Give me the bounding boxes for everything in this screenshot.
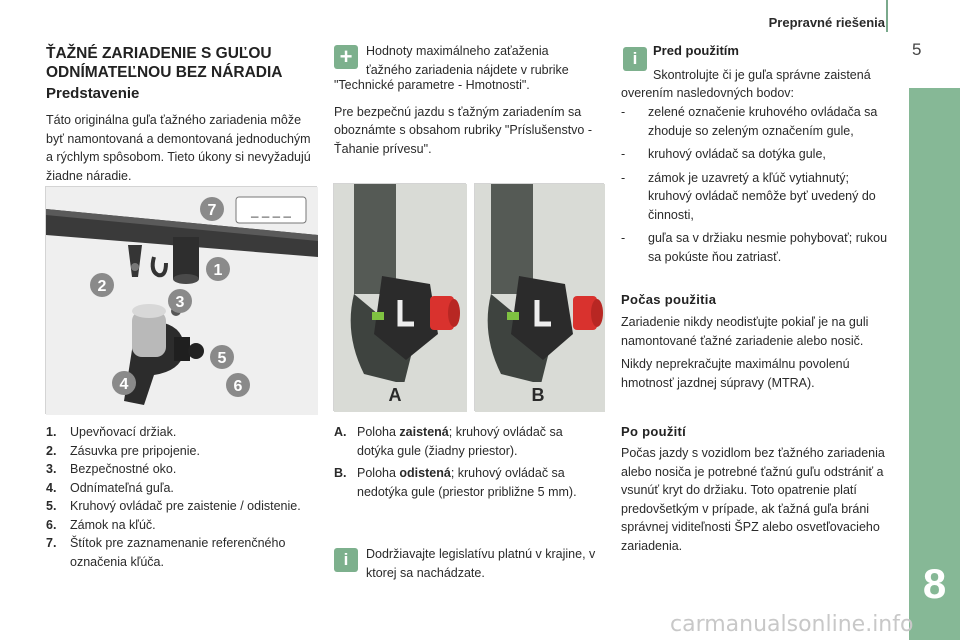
chapter-tab-label: RÝCHLA POMOC	[895, 257, 912, 393]
during-use-p2: Nikdy neprekračujte maximálnu povolenú h…	[621, 357, 850, 390]
header-divider	[886, 0, 888, 32]
list-item: -kruhový ovládač sa dotýka gule,	[621, 147, 826, 161]
plus-icon: +	[334, 45, 358, 69]
photo-label-a: A	[382, 382, 408, 406]
list-item: 6.Zámok na kľúč.	[46, 517, 156, 532]
page-title: ŤAŽNÉ ZARIADENIE S GUĽOU ODNÍMATEĽNOU BE…	[46, 45, 283, 81]
callout-5: 5	[210, 345, 234, 369]
list-item: 5.Kruhový ovládač pre zaistenie / odiste…	[46, 499, 301, 513]
svg-text:2: 2	[98, 278, 107, 295]
watermark: carmanualsonline.info	[670, 612, 914, 637]
svg-text:7: 7	[208, 202, 217, 219]
safety-paragraph: "Technické parametre - Hmotnosti". Pre b…	[334, 78, 599, 158]
load-note-line2: "Technické parametre - Hmotnosti".	[334, 78, 530, 92]
svg-text:5: 5	[218, 350, 227, 367]
svg-text:1: 1	[214, 262, 223, 279]
before-use-intro-1: Skontrolujte či je guľa správne zaistená	[653, 68, 871, 82]
photo-label-b: B	[525, 382, 551, 406]
list-item: B.Poloha odistená; kruhový ovládač sa ne…	[334, 466, 577, 499]
legislation-note: Dodržiavajte legislatívu platnú v krajin…	[366, 547, 596, 580]
callout-2: 2	[90, 273, 114, 297]
locked-position-photo: A	[333, 183, 467, 412]
during-use-p1: Zariadenie nikdy neodisťujte pokiaľ je n…	[621, 315, 869, 348]
load-note-line1: Hodnoty maximálneho zaťaženia ťažného za…	[366, 44, 569, 77]
before-use-intro-2: overením nasledovných bodov:	[621, 86, 795, 100]
list-item: 4.Odnímateľná guľa.	[46, 480, 174, 495]
callout-4: 4	[112, 371, 136, 395]
key-tag-placeholder: _ _ _ _	[250, 203, 292, 218]
svg-text:3: 3	[176, 294, 185, 311]
callout-1: 1	[206, 257, 230, 281]
checks-list: -zelené označenie kruhového ovládača sa …	[621, 103, 896, 271]
list-item: -zelené označenie kruhového ovládača sa …	[621, 105, 878, 138]
towbar-components-photo: 7 _ _ _ _ 1 2 3 4 5 6	[45, 186, 318, 415]
callout-3: 3	[168, 289, 192, 313]
before-use-heading: Pred použitím	[653, 43, 739, 58]
after-use-heading: Po použití	[621, 424, 687, 439]
list-item: 7.Štítok pre zaznamenanie referenčného o…	[46, 536, 286, 569]
list-item: -guľa sa v držiaku nesmie pohybovať; ruk…	[621, 231, 888, 264]
section-title: Prepravné riešenia	[768, 15, 885, 30]
list-item: 3.Bezpečnostné oko.	[46, 462, 177, 476]
unlocked-illustration: B	[475, 184, 605, 412]
during-use-text: Zariadenie nikdy neodisťujte pokiaľ je n…	[621, 313, 896, 392]
chapter-side-tab	[909, 88, 960, 640]
list-item: A.Poloha zaistená; kruhový ovládač sa do…	[334, 425, 563, 458]
callout-7: 7	[200, 197, 224, 221]
list-item: -zámok je uzavretý a kľúč vytiahnutý; kr…	[621, 170, 876, 222]
components-list: 1.Upevňovací držiak. 2.Zásuvka pre pripo…	[46, 423, 316, 571]
safety-text: Pre bezpečnú jazdu s ťažným zariadením s…	[334, 104, 593, 156]
unlocked-position-photo: B	[474, 183, 605, 412]
info-icon: i	[623, 47, 647, 71]
callout-6: 6	[226, 373, 250, 397]
chapter-number: 8	[922, 560, 947, 607]
after-use-text: Počas jazdy s vozidlom bez ťažného zaria…	[621, 446, 885, 553]
locked-illustration: A	[334, 184, 467, 412]
towbar-illustration: 7 _ _ _ _ 1 2 3 4 5 6	[46, 187, 318, 415]
section-heading: Predstavenie	[46, 85, 140, 102]
positions-list: A.Poloha zaistená; kruhový ovládač sa do…	[334, 423, 599, 501]
svg-text:A: A	[389, 385, 402, 405]
info-icon: i	[334, 548, 358, 572]
svg-text:B: B	[532, 385, 545, 405]
list-item: 2.Zásuvka pre pripojenie.	[46, 443, 200, 458]
svg-text:6: 6	[234, 378, 243, 395]
page-number: 5	[912, 40, 922, 59]
list-item: 1.Upevňovací držiak.	[46, 425, 177, 439]
intro-paragraph: Táto originálna guľa ťažného zariadenia …	[46, 113, 311, 183]
during-use-heading: Počas použitia	[621, 292, 717, 307]
svg-text:4: 4	[120, 376, 129, 393]
